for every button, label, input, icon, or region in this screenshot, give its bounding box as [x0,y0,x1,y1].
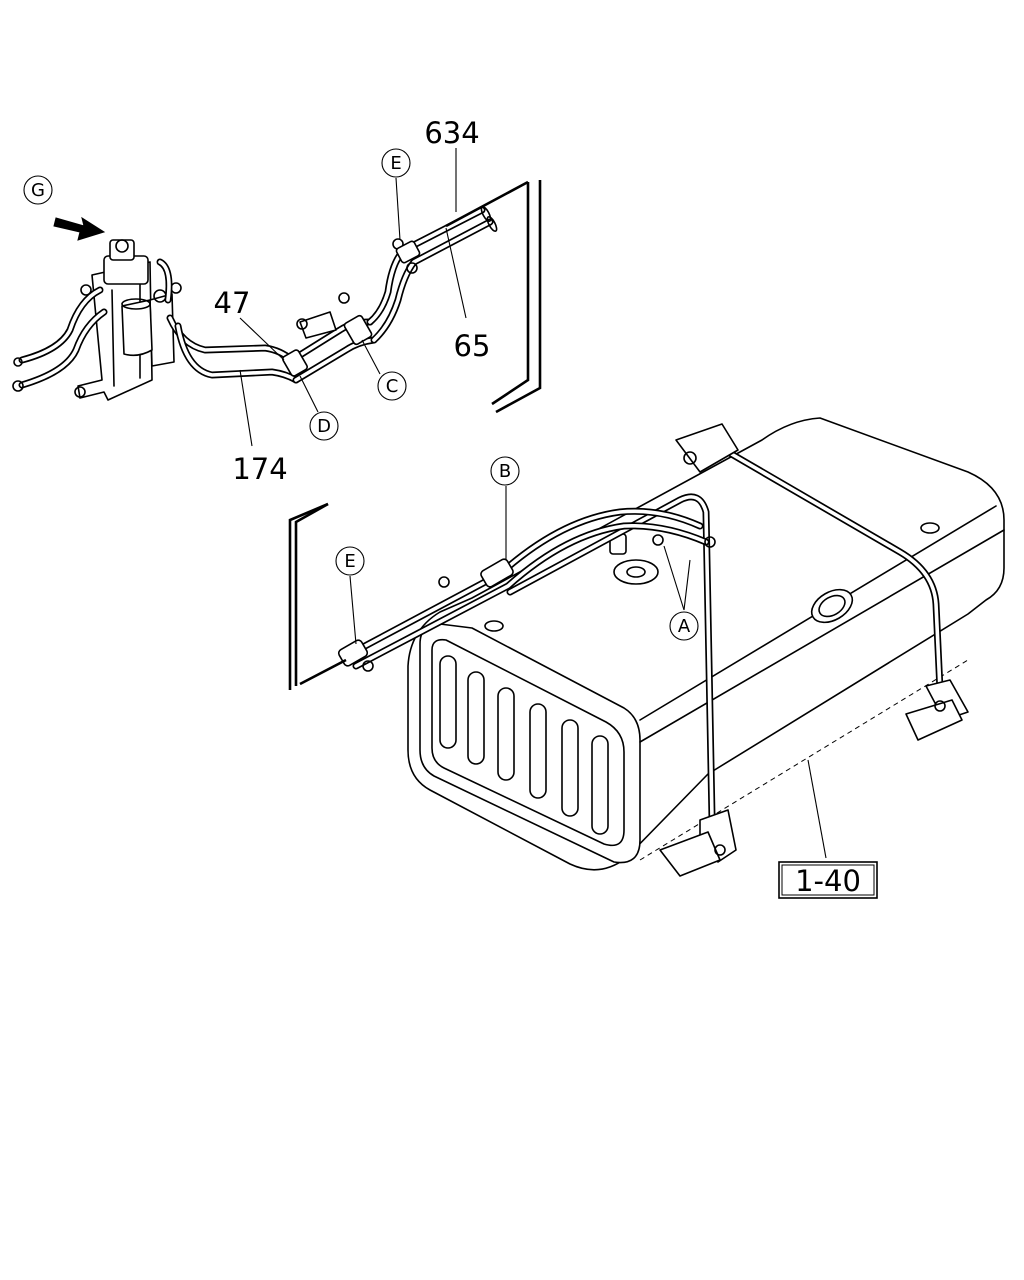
filter-inlet-hoses [12,286,108,392]
reference-box-1-40: 1-40 [778,861,878,899]
callout-g-label: G [31,180,45,201]
callout-c: C [377,371,407,401]
callout-b-label: B [499,461,511,482]
reference-label: 1-40 [795,864,861,898]
part-number-174: 174 [232,452,287,486]
callout-a-label: A [678,616,691,637]
callout-e-bottom-label: E [344,551,355,572]
callout-b: B [490,456,520,486]
leader-lines [239,148,827,859]
callout-e-top-label: E [390,153,401,174]
callout-e-bottom: E [335,546,365,576]
callout-a: A [669,611,699,641]
callout-c-label: C [386,376,399,397]
part-number-47: 47 [214,286,251,320]
part-number-634: 634 [424,116,479,150]
callout-d: D [309,411,339,441]
frame-rail-lower [288,502,347,690]
callout-d-label: D [317,416,331,437]
part-number-65: 65 [454,329,491,363]
fuel-filter-assembly [74,239,182,401]
tank-fuel-pipes [337,507,716,672]
arrow-right-icon [53,216,106,241]
callout-g: G [23,175,53,205]
frame-rail-upper [445,180,542,414]
callout-e-top: E [381,148,411,178]
tank-straps [506,423,969,877]
pipe-clamps-upper [282,238,421,377]
fuel-pipes-47-174 [156,205,498,384]
